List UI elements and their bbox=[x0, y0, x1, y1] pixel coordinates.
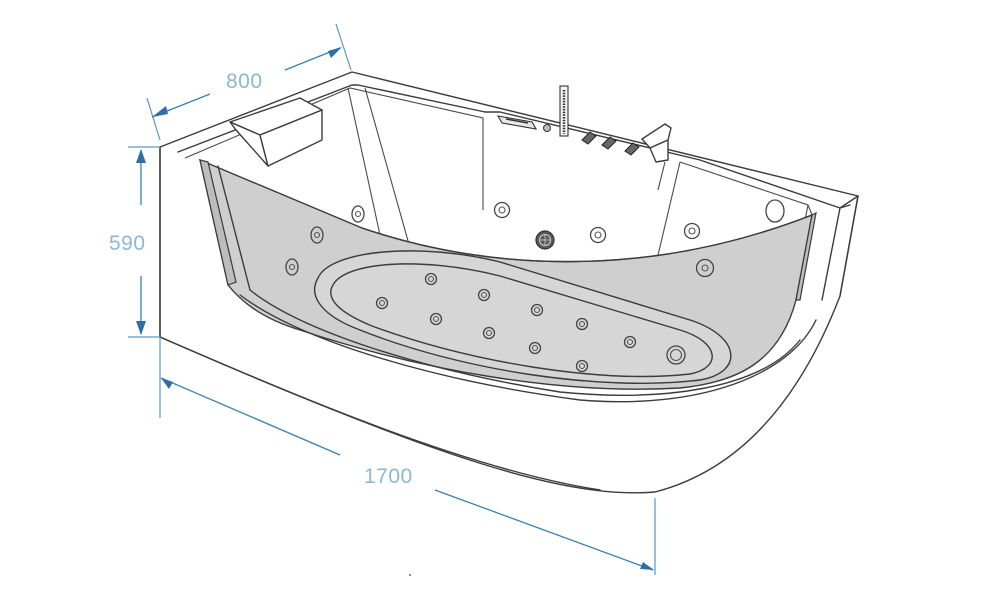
floor-overflow-icon bbox=[666, 345, 686, 365]
side-jet-icon bbox=[285, 258, 299, 276]
side-jet-icon bbox=[589, 226, 607, 244]
arrow-icon bbox=[161, 378, 173, 389]
side-jet-icon bbox=[695, 258, 715, 278]
floor-jet-icon bbox=[429, 312, 443, 326]
valve-icon bbox=[624, 142, 640, 156]
floor-jet-icon bbox=[575, 359, 589, 373]
height-dimension bbox=[128, 146, 160, 338]
drain-icon bbox=[535, 230, 555, 250]
width-dimension bbox=[146, 23, 352, 141]
height-label: 590 bbox=[109, 232, 146, 255]
width-label: 800 bbox=[226, 70, 263, 93]
tub-floor bbox=[313, 250, 732, 384]
side-jet-icon bbox=[493, 201, 511, 219]
arrow-icon bbox=[328, 47, 342, 58]
valve-icon bbox=[581, 131, 597, 145]
floor-jet-icon bbox=[623, 335, 637, 349]
length-dimension bbox=[159, 337, 656, 576]
headrest bbox=[229, 97, 323, 167]
side-jet-icon bbox=[310, 226, 324, 244]
control-panel-icon bbox=[496, 115, 538, 130]
floor-jet-icon bbox=[375, 296, 389, 310]
arrow-icon bbox=[640, 562, 654, 570]
floor-jet-icon bbox=[424, 272, 438, 286]
hand-shower-icon bbox=[559, 85, 569, 137]
floor-jet-icon bbox=[528, 341, 542, 355]
side-jet-icon bbox=[351, 205, 365, 223]
length-label: 1700 bbox=[364, 465, 413, 488]
side-jet-icon bbox=[683, 222, 701, 240]
faucet-icon bbox=[641, 123, 672, 163]
floor-jet-icon bbox=[482, 326, 496, 340]
deck-fixtures bbox=[496, 85, 672, 163]
floor-jet-icon bbox=[575, 317, 589, 331]
valve-icon bbox=[601, 136, 617, 150]
side-jets bbox=[285, 199, 785, 278]
arrow-icon bbox=[136, 149, 146, 163]
floor-jet-icon bbox=[477, 288, 491, 302]
side-light-icon bbox=[765, 199, 785, 223]
floor-jets bbox=[375, 272, 686, 373]
arrow-icon bbox=[136, 321, 146, 335]
floor-jet-icon bbox=[530, 303, 544, 317]
arrow-icon bbox=[152, 106, 168, 117]
button-icon bbox=[543, 124, 551, 132]
